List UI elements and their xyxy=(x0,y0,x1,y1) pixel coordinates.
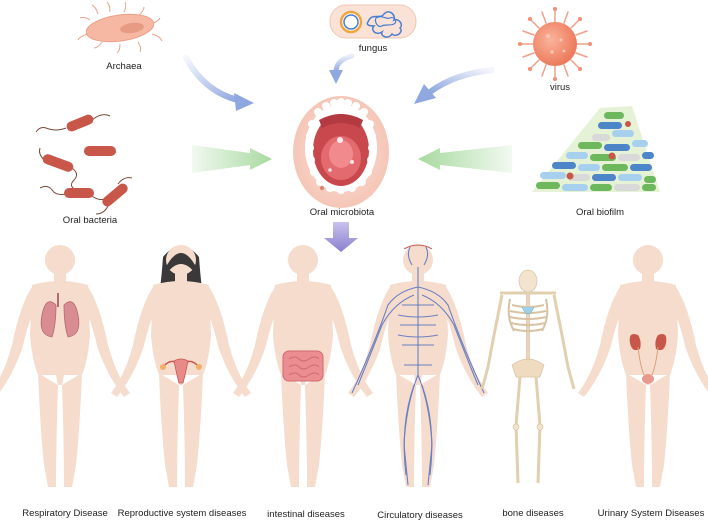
fungus-label: fungus xyxy=(358,43,388,54)
virus-label: virus xyxy=(549,82,571,93)
disease-label-respiratory: Respiratory Disease xyxy=(22,508,108,519)
disease-label-urinary: Urinary System Diseases xyxy=(597,508,705,519)
arrow-archaea xyxy=(183,55,254,111)
oral-bacteria-label: Oral bacteria xyxy=(62,215,118,226)
archaea-label: Archaea xyxy=(106,61,142,72)
disease-label-bone: bone diseases xyxy=(502,508,564,519)
fungus-icon xyxy=(329,4,417,39)
body-intestinal xyxy=(233,245,373,487)
skeleton-icon xyxy=(480,269,576,484)
archaea-icon xyxy=(77,1,163,54)
uterus-icon xyxy=(160,358,202,384)
virus-icon xyxy=(518,7,592,81)
arrow-oral-bacteria xyxy=(192,145,272,173)
arrow-virus xyxy=(414,67,495,104)
body-circulatory xyxy=(348,244,488,487)
disease-label-intestinal: intestinal diseases xyxy=(267,509,345,520)
oral-microbiota-label: Oral microbiota xyxy=(309,207,375,218)
arrow-fungus xyxy=(329,53,355,84)
body-urinary xyxy=(578,245,708,487)
lungs-icon xyxy=(40,293,80,338)
body-bone xyxy=(480,269,576,484)
kidneys-icon xyxy=(629,334,667,384)
oral-microbiota-icon xyxy=(293,96,389,208)
intestine-icon xyxy=(282,350,324,382)
oral-bacteria-icon xyxy=(35,114,133,215)
disease-label-reproductive: Reproductive system diseases xyxy=(117,508,247,519)
oral-biofilm-label: Oral biofilm xyxy=(575,207,625,218)
arrow-oral-biofilm xyxy=(418,145,512,173)
body-respiratory xyxy=(0,245,130,487)
body-reproductive xyxy=(111,245,251,487)
vessels-icon xyxy=(351,246,485,486)
disease-label-circulatory: Circulatory diseases xyxy=(377,510,463,521)
oral-biofilm-icon xyxy=(532,106,660,192)
arrow-down-purple xyxy=(324,222,358,252)
